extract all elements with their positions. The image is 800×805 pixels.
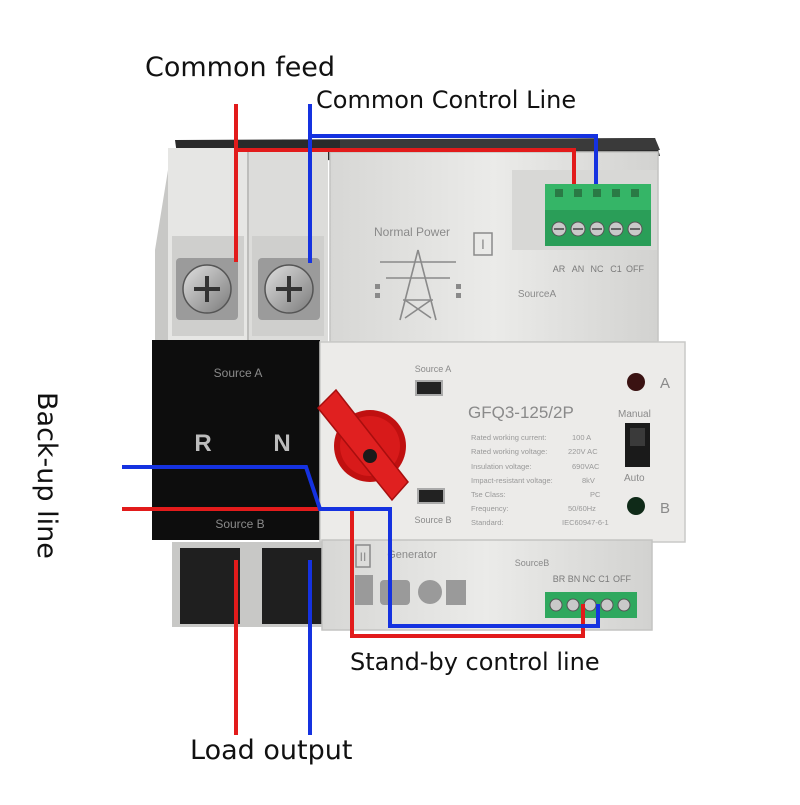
common-control-line-label: Common Control Line bbox=[316, 86, 577, 114]
load-output-label: Load output bbox=[190, 735, 353, 766]
spec-label-3: Insulation voltage: bbox=[471, 462, 531, 471]
roman-one: I bbox=[481, 236, 485, 252]
common-feed-label: Common feed bbox=[145, 52, 336, 83]
spec-label-2: Rated working voltage: bbox=[471, 447, 547, 456]
backup-line-label: Back-up line bbox=[31, 392, 62, 559]
manual-label: Manual bbox=[618, 409, 651, 420]
indicator-a-label: A bbox=[660, 375, 670, 392]
terminal-b-label-1: BR bbox=[553, 574, 566, 584]
rotary-knob bbox=[316, 388, 409, 502]
spec-value-2: 220V AC bbox=[568, 447, 598, 456]
cover-n: N bbox=[273, 430, 290, 457]
terminal-a-label-2: AN bbox=[572, 264, 585, 274]
spec-value-7: IEC60947-6-1 bbox=[562, 518, 609, 527]
window-b-label: Source B bbox=[414, 515, 451, 525]
standby-control-line-label: Stand-by control line bbox=[350, 648, 600, 676]
generator-label: Generator bbox=[387, 549, 437, 561]
terminal-b-label-4: C1 bbox=[598, 574, 610, 584]
spec-value-6: 50/60Hz bbox=[568, 504, 596, 513]
terminal-b-label-2: BN bbox=[568, 574, 581, 584]
auto-label: Auto bbox=[624, 473, 645, 484]
terminal-b-label-3: NC bbox=[583, 574, 596, 584]
cover-source-a: Source A bbox=[214, 366, 263, 380]
normal-power-label: Normal Power bbox=[374, 225, 450, 239]
source-b-label: SourceB bbox=[515, 558, 550, 568]
spec-value-3: 690VAC bbox=[572, 462, 600, 471]
normal-power-panel: I Normal Power SourceA bbox=[329, 151, 659, 343]
red-wires bbox=[122, 104, 585, 735]
black-front-cover: Source A R N Source B bbox=[152, 340, 320, 540]
spec-label-1: Rated working current: bbox=[471, 433, 546, 442]
blue-wires bbox=[122, 104, 600, 735]
terminal-a-label-5: OFF bbox=[626, 264, 644, 274]
terminal-b-label-5: OFF bbox=[613, 574, 631, 584]
spec-label-6: Frequency: bbox=[471, 504, 509, 513]
spec-value-5: PC bbox=[590, 490, 601, 499]
model-label: GFQ3-125/2P bbox=[468, 403, 574, 422]
terminal-a-label-1: AR bbox=[553, 264, 566, 274]
source-a-label: SourceA bbox=[518, 289, 557, 300]
roman-two: II bbox=[360, 550, 367, 564]
cover-r: R bbox=[194, 430, 211, 457]
spec-label-7: Standard: bbox=[471, 518, 504, 527]
terminal-block-a: AR AN NC C1 OFF bbox=[545, 184, 651, 274]
spec-label-5: Tse Class: bbox=[471, 490, 506, 499]
cover-source-b: Source B bbox=[215, 517, 264, 531]
spec-label-4: Impact-resistant voltage: bbox=[471, 476, 553, 485]
window-a-label: Source A bbox=[415, 364, 452, 374]
spec-value-4: 8kV bbox=[582, 476, 595, 485]
lower-body: II Generator SourceB BR BN NC C1 OFF bbox=[172, 539, 653, 631]
terminal-block-b bbox=[545, 592, 637, 618]
terminal-a-label-4: C1 bbox=[610, 264, 622, 274]
terminal-a-label-3: NC bbox=[591, 264, 604, 274]
indicator-b-label: B bbox=[660, 500, 670, 517]
spec-value-1: 100 A bbox=[572, 433, 591, 442]
terminal-screws bbox=[176, 258, 320, 320]
